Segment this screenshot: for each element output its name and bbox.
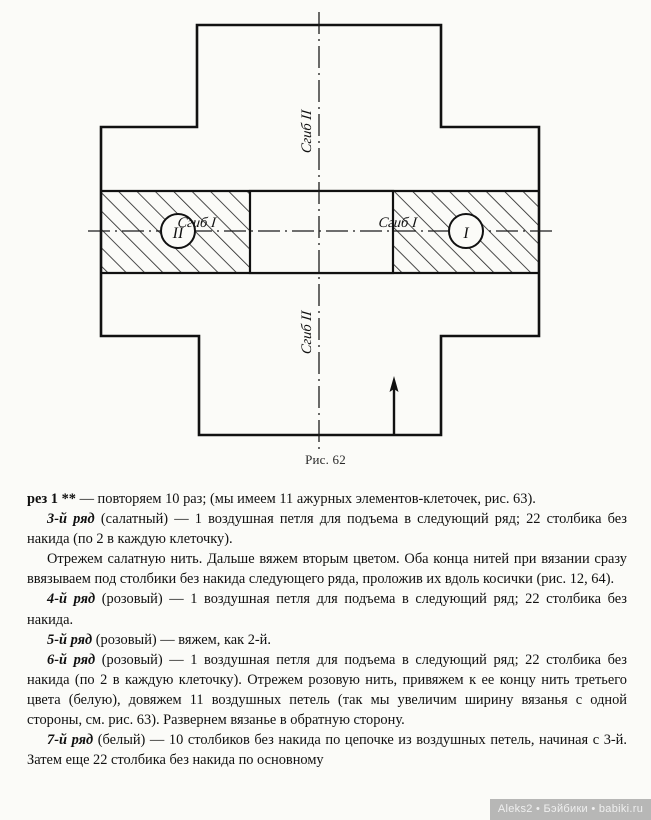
fold-marker-circle-left — [160, 213, 196, 249]
text-run-italic: 6-й ряд — [47, 651, 96, 668]
figure-62: II I Сгиб I Сгиб I Сгиб II Сгиб II Рис. … — [88, 12, 553, 467]
text-run-plain: (розовый) — вяжем, как 2-й. — [92, 631, 271, 648]
text-run-plain: (розовый) — 1 воздушная петля для подъем… — [27, 651, 627, 729]
fold-one-right-label: Сгиб I — [378, 215, 419, 231]
text-paragraph: 3-й ряд (салатный) — 1 воздушная петля д… — [27, 509, 627, 549]
fold-marker-right-label: I — [462, 225, 469, 242]
figure-caption: Рис. 62 — [305, 452, 346, 467]
fold-two-bottom-label: Сгиб II — [299, 309, 315, 355]
text-run-bold: рез 1 ** — [27, 491, 76, 507]
watermark: Aleks2 • Бэйбики • babiki.ru — [490, 799, 651, 820]
fold-one-left-label: Сгиб I — [177, 215, 218, 231]
fold-marker-circle-right — [448, 213, 484, 249]
text-run-plain: (салатный) — 1 воздушная петля для подъе… — [27, 511, 627, 548]
cross-shaped-pattern-drawing: II I Сгиб I Сгиб I Сгиб II Сгиб II — [88, 12, 553, 452]
text-run-plain: — повторяем 10 раз; (мы имеем 11 ажурных… — [75, 491, 536, 507]
text-run-italic: 3-й ряд — [47, 511, 95, 528]
text-run-italic: 7-й ряд — [47, 732, 94, 749]
text-paragraph: 4-й ряд (розовый) — 1 воздушная петля дл… — [27, 589, 627, 629]
text-run-plain: Отрежем салатную нить. Дальше вяжем втор… — [27, 551, 627, 588]
body-text-block: рез 1 ** — повторяем 10 раз; (мы имеем 1… — [27, 489, 627, 770]
fold-two-top-label: Сгиб II — [299, 108, 315, 154]
text-paragraph: 5-й ряд (розовый) — вяжем, как 2-й. — [27, 630, 627, 650]
direction-arrow-up — [389, 376, 399, 434]
text-paragraph: 6-й ряд (розовый) — 1 воздушная петля дл… — [27, 650, 627, 730]
text-run-italic: 4-й ряд — [47, 591, 96, 608]
fold-marker-left-label: II — [172, 225, 184, 242]
cross-outline — [99, 23, 541, 437]
text-paragraph: рез 1 ** — повторяем 10 раз; (мы имеем 1… — [27, 489, 627, 509]
text-run-plain: (розовый) — 1 воздушная петля для подъем… — [27, 591, 627, 628]
text-paragraph: 7-й ряд (белый) — 10 столбиков без накид… — [27, 730, 627, 770]
center-rectangle — [248, 189, 395, 275]
text-run-italic: 5-й ряд — [47, 631, 93, 648]
text-paragraph: Отрежем салатную нить. Дальше вяжем втор… — [27, 549, 627, 589]
text-run-plain: (белый) — 10 столбиков без накида по цеп… — [27, 732, 627, 769]
